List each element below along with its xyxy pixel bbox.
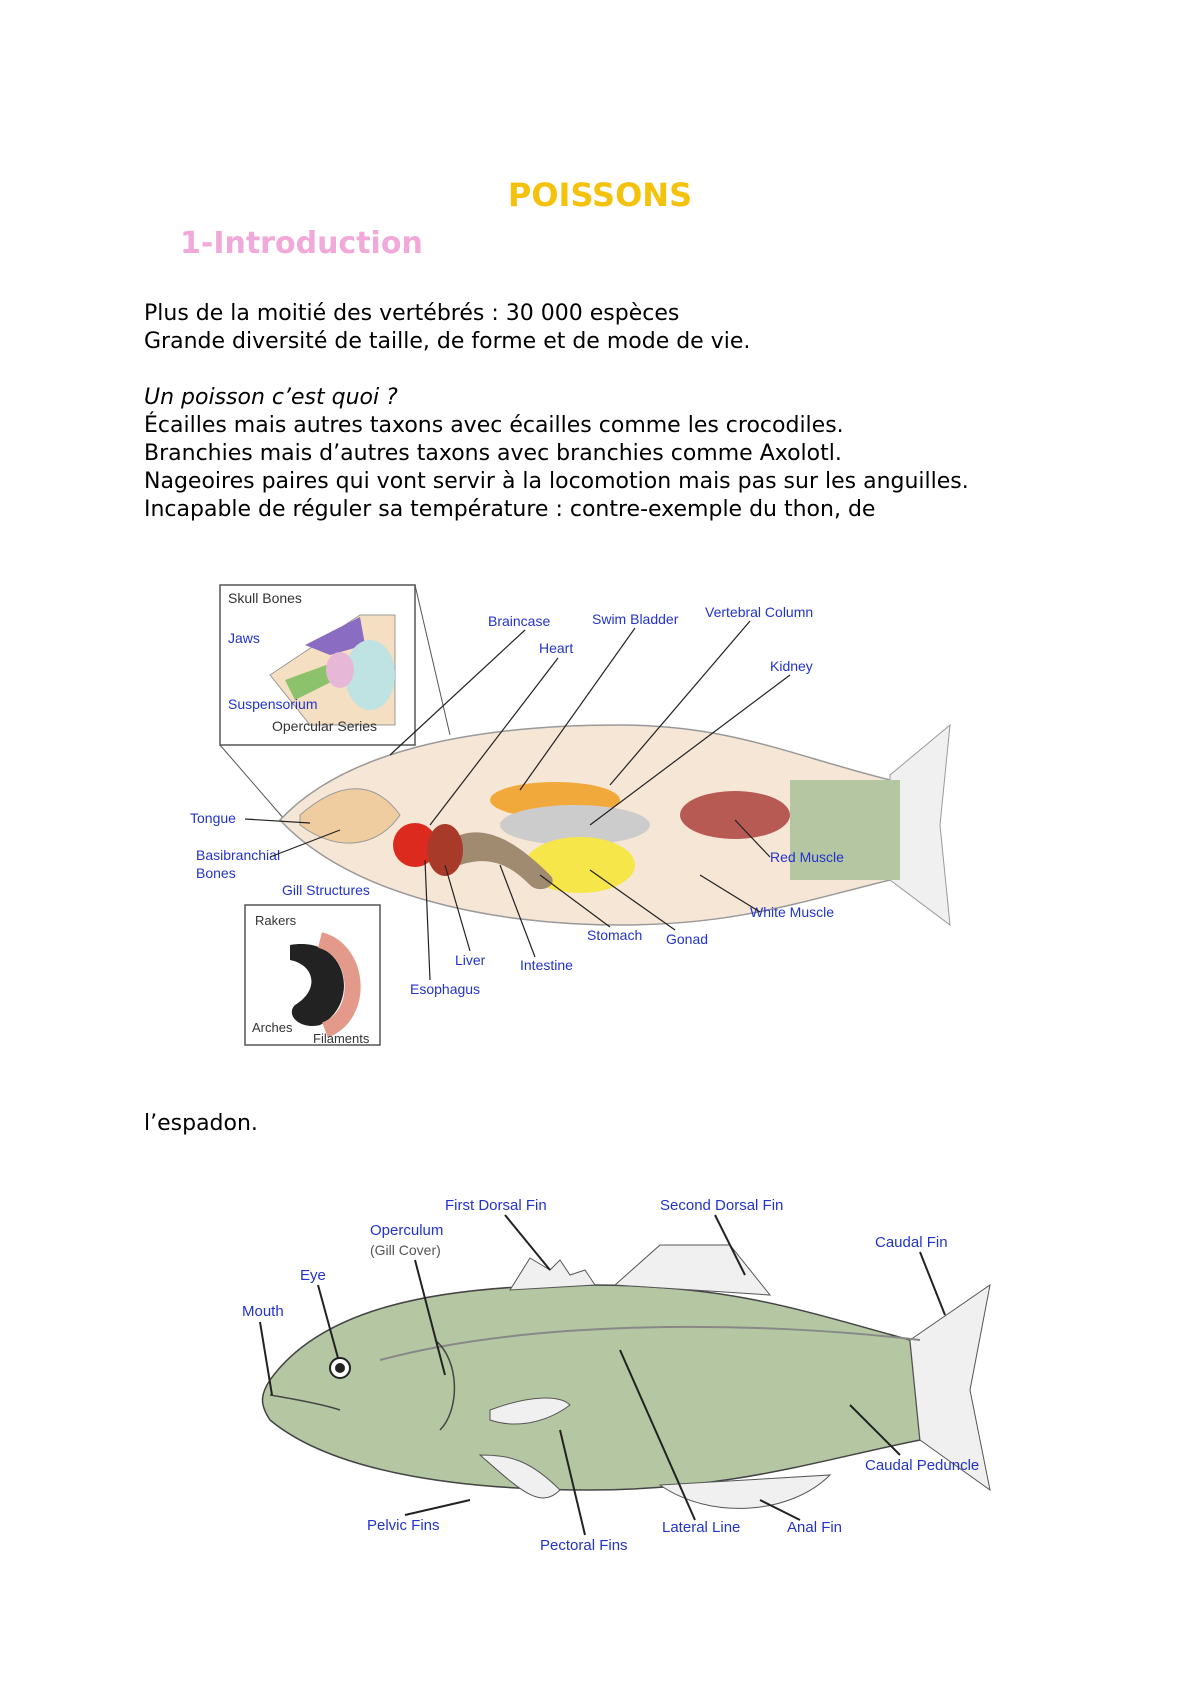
intestine-shape [460,832,553,890]
point-line: Nageoires paires qui vont servir à la lo… [144,469,969,494]
kidney-shape [500,805,650,845]
label-red-muscle: Red Muscle [770,849,844,865]
pectoral-fin [489,1397,571,1425]
label-gill-structures: Gill Structures [282,882,370,898]
label-swim-bladder: Swim Bladder [592,611,679,627]
point-line: Incapable de réguler sa température : co… [144,497,876,522]
caudal-fin [909,1283,991,1492]
mouth-stroke [269,1394,341,1411]
label-skull-bones: Skull Bones [228,590,302,606]
label-braincase: Braincase [488,613,550,629]
label-caudal-peduncle: Caudal Peduncle [865,1457,979,1474]
heart-shape [393,823,437,867]
lateral-line-stroke [379,1325,921,1361]
point-line: Écailles mais autres taxons avec écaille… [144,413,844,438]
leader-lines [259,1214,946,1536]
label-rakers: Rakers [255,913,297,928]
label-second-dorsal-fin: Second Dorsal Fin [660,1197,783,1214]
operculum-stroke [434,1339,456,1431]
intro-paragraph: Plus de la moitié des vertébrés : 30 000… [144,300,750,356]
label-pelvic-fins: Pelvic Fins [367,1517,440,1534]
point-line: Branchies mais d’autres taxons avec bran… [144,441,842,466]
label-opercular-series: Opercular Series [272,718,377,734]
label-mouth: Mouth [242,1303,284,1320]
label-filaments: Filaments [313,1031,370,1046]
suspensorium-shape [326,652,354,688]
label-heart: Heart [539,640,573,656]
label-jaws: Jaws [228,630,260,646]
label-gonad: Gonad [666,931,708,947]
inset-connector-line [219,744,286,821]
label-basibranchial: Basibranchial [196,847,280,863]
pelvic-fin [478,1454,561,1499]
label-anal-fin: Anal Fin [787,1519,842,1536]
label-arches: Arches [252,1020,293,1035]
fish-body [261,1284,921,1491]
skull-bones-shape [305,617,365,655]
continuation-line: l’espadon. [144,1111,258,1136]
label-stomach: Stomach [587,927,642,943]
section-heading: 1-Introduction [180,226,423,261]
opercular-shape [345,640,395,710]
label-pectoral-fins: Pectoral Fins [540,1537,628,1554]
external-anatomy-diagram: First Dorsal Fin Second Dorsal Fin Operc… [242,1197,991,1554]
label-lateral-line: Lateral Line [662,1519,740,1536]
intro-line: Grande diversité de taille, de forme et … [144,329,751,354]
anal-fin [658,1474,832,1509]
label-intestine: Intestine [520,957,573,973]
leader-lines [244,620,791,981]
first-dorsal-fin [509,1257,596,1291]
label-eye: Eye [300,1267,326,1284]
page-title: POISSONS [507,176,693,214]
label-suspensorium: Suspensorium [228,696,318,712]
caudal-peduncle-shape [790,780,900,880]
red-muscle-shape [680,791,790,839]
label-operculum: Operculum [370,1222,443,1239]
gill-region-shape [299,788,401,844]
label-esophagus: Esophagus [410,981,480,997]
label-gill-cover: (Gill Cover) [370,1242,441,1258]
intro-line: Plus de la moitié des vertébrés : 30 000… [144,301,680,326]
eye-pupil [335,1363,345,1373]
internal-anatomy-diagram: Skull Bones Jaws Suspensorium Opercular … [190,584,951,1046]
inset-connector-line [414,584,451,736]
label-caudal-fin: Caudal Fin [875,1234,948,1251]
question-line: Un poisson c’est quoi ? [144,385,398,410]
gill-arch-shape [290,944,344,1026]
label-bones: Bones [196,865,236,881]
definition-paragraph: Un poisson c’est quoi ? Écailles mais au… [144,384,969,524]
gill-filaments-shape [317,932,361,1038]
label-kidney: Kidney [770,658,813,674]
label-liver: Liver [455,952,486,968]
liver-shape [427,824,463,876]
label-first-dorsal-fin: First Dorsal Fin [445,1197,547,1214]
label-white-muscle: White Muscle [750,904,834,920]
label-tongue: Tongue [190,810,236,826]
label-vertebral-column: Vertebral Column [705,604,813,620]
